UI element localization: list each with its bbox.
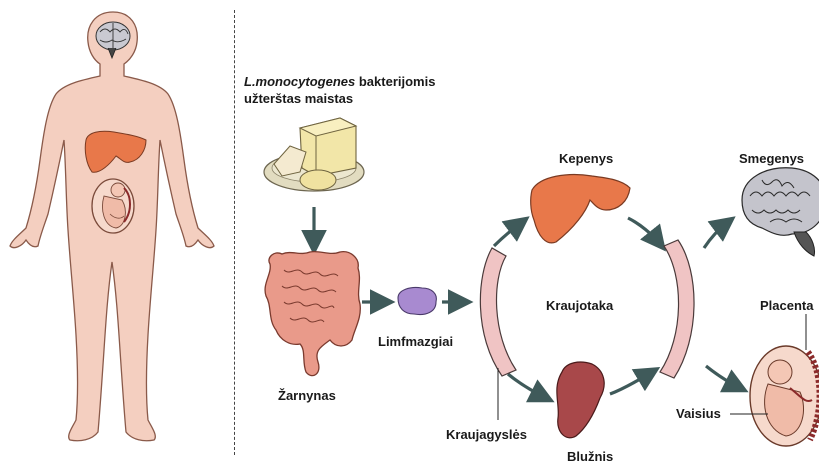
lymph-node-icon: [398, 287, 436, 314]
arrow-vessel-to-brain: [704, 222, 728, 248]
arrow-spleen-to-vessel: [610, 372, 652, 394]
label-fetus: Vaisius: [676, 406, 721, 421]
food-caption-line1: L.monocytogenes bakterijomis: [244, 74, 435, 89]
arrow-liver-to-vessel: [628, 218, 660, 244]
species-name: L.monocytogenes: [244, 74, 355, 89]
dashed-divider: [234, 10, 235, 455]
label-intestine: Žarnynas: [278, 388, 336, 403]
label-lymph-nodes: Limfmazgiai: [378, 334, 453, 349]
arrow-vessel-to-spleen: [508, 374, 546, 398]
body-fetus-icon: [92, 179, 134, 233]
human-body-figure: [10, 12, 214, 441]
label-liver: Kepenys: [559, 151, 613, 166]
brain-icon: [742, 168, 819, 256]
food-caption-line2: užterštas maistas: [244, 91, 353, 106]
liver-icon: [531, 175, 630, 243]
label-brain: Smegenys: [739, 151, 804, 166]
spleen-icon: [557, 362, 604, 438]
food-caption-rest: bakterijomis: [355, 74, 435, 89]
placenta-fetus-icon: [750, 346, 819, 446]
label-spleen: Blužnis: [567, 449, 613, 464]
vessel-right: [660, 240, 694, 378]
vessel-left: [480, 248, 516, 376]
intestine-icon: [265, 252, 360, 376]
arrow-vessel-to-liver: [494, 222, 522, 246]
label-bloodstream: Kraujotaka: [546, 298, 613, 313]
label-blood-vessels: Kraujagyslės: [446, 427, 527, 442]
label-placenta: Placenta: [760, 298, 813, 313]
arrow-vessel-to-placenta: [706, 366, 740, 388]
contaminated-food-icon: [264, 118, 364, 191]
